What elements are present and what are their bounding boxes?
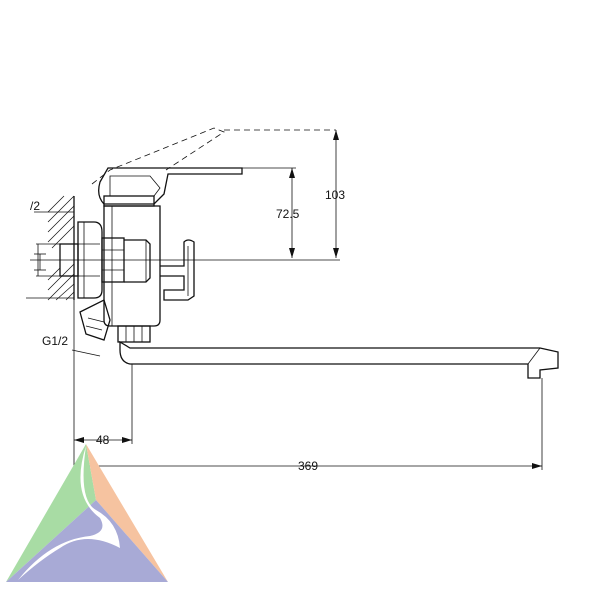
wall-thread-label: /2 xyxy=(30,199,40,213)
dimension-369-label: 369 xyxy=(298,459,318,473)
lever-handle xyxy=(98,167,243,205)
extension-lines xyxy=(73,300,543,470)
lever-handle-raised xyxy=(91,127,336,185)
spout xyxy=(119,340,559,379)
dimension-72-5: 72.5 xyxy=(242,167,300,258)
logo-orange-segment xyxy=(86,444,168,582)
dimension-48-label: 48 xyxy=(96,433,110,447)
brand-logo xyxy=(6,444,168,582)
dimension-48: 48 xyxy=(74,433,132,447)
dimension-103: 103 xyxy=(325,130,345,258)
diverter-knob xyxy=(160,239,195,301)
dimension-103-label: 103 xyxy=(325,188,345,202)
shower-outlet xyxy=(71,299,111,357)
logo-green-segment xyxy=(6,444,96,582)
thread-label: G1/2 xyxy=(42,334,68,348)
logo-blue-segment xyxy=(6,500,168,582)
dimension-72-5-label: 72.5 xyxy=(276,207,300,221)
spout-connector xyxy=(117,325,151,343)
dimension-369: 369 xyxy=(74,459,542,473)
mixer-body xyxy=(103,195,161,327)
logo-white-swirl xyxy=(18,446,120,580)
